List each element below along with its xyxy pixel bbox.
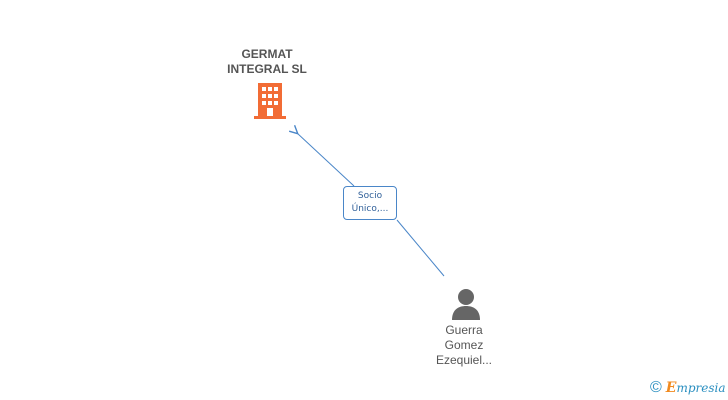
person-icon[interactable] bbox=[451, 288, 481, 320]
person-name-line2: Gomez bbox=[444, 338, 484, 352]
edge-line-lower bbox=[396, 219, 445, 277]
relation-label-line1: Socio bbox=[357, 191, 383, 201]
brand-logo: Empresia bbox=[666, 380, 726, 396]
building-icon[interactable] bbox=[254, 83, 286, 119]
copyright-icon: © bbox=[650, 379, 662, 396]
relation-label-line2: Único,... bbox=[351, 204, 389, 214]
brand-logo-initial: E bbox=[665, 380, 677, 396]
edge-line-upper bbox=[297, 133, 355, 187]
person-name-line3: Ezequiel... bbox=[435, 353, 493, 367]
person-name-line1: Guerra bbox=[445, 323, 483, 337]
relation-label[interactable]: Socio Único,... bbox=[343, 186, 397, 220]
person-name[interactable]: Guerra Gomez Ezequiel... bbox=[414, 323, 514, 368]
company-name[interactable]: GERMAT INTEGRAL SL bbox=[227, 47, 307, 76]
footer-brand[interactable]: © Empresia bbox=[650, 378, 726, 398]
brand-logo-rest: mpresia bbox=[676, 381, 726, 395]
